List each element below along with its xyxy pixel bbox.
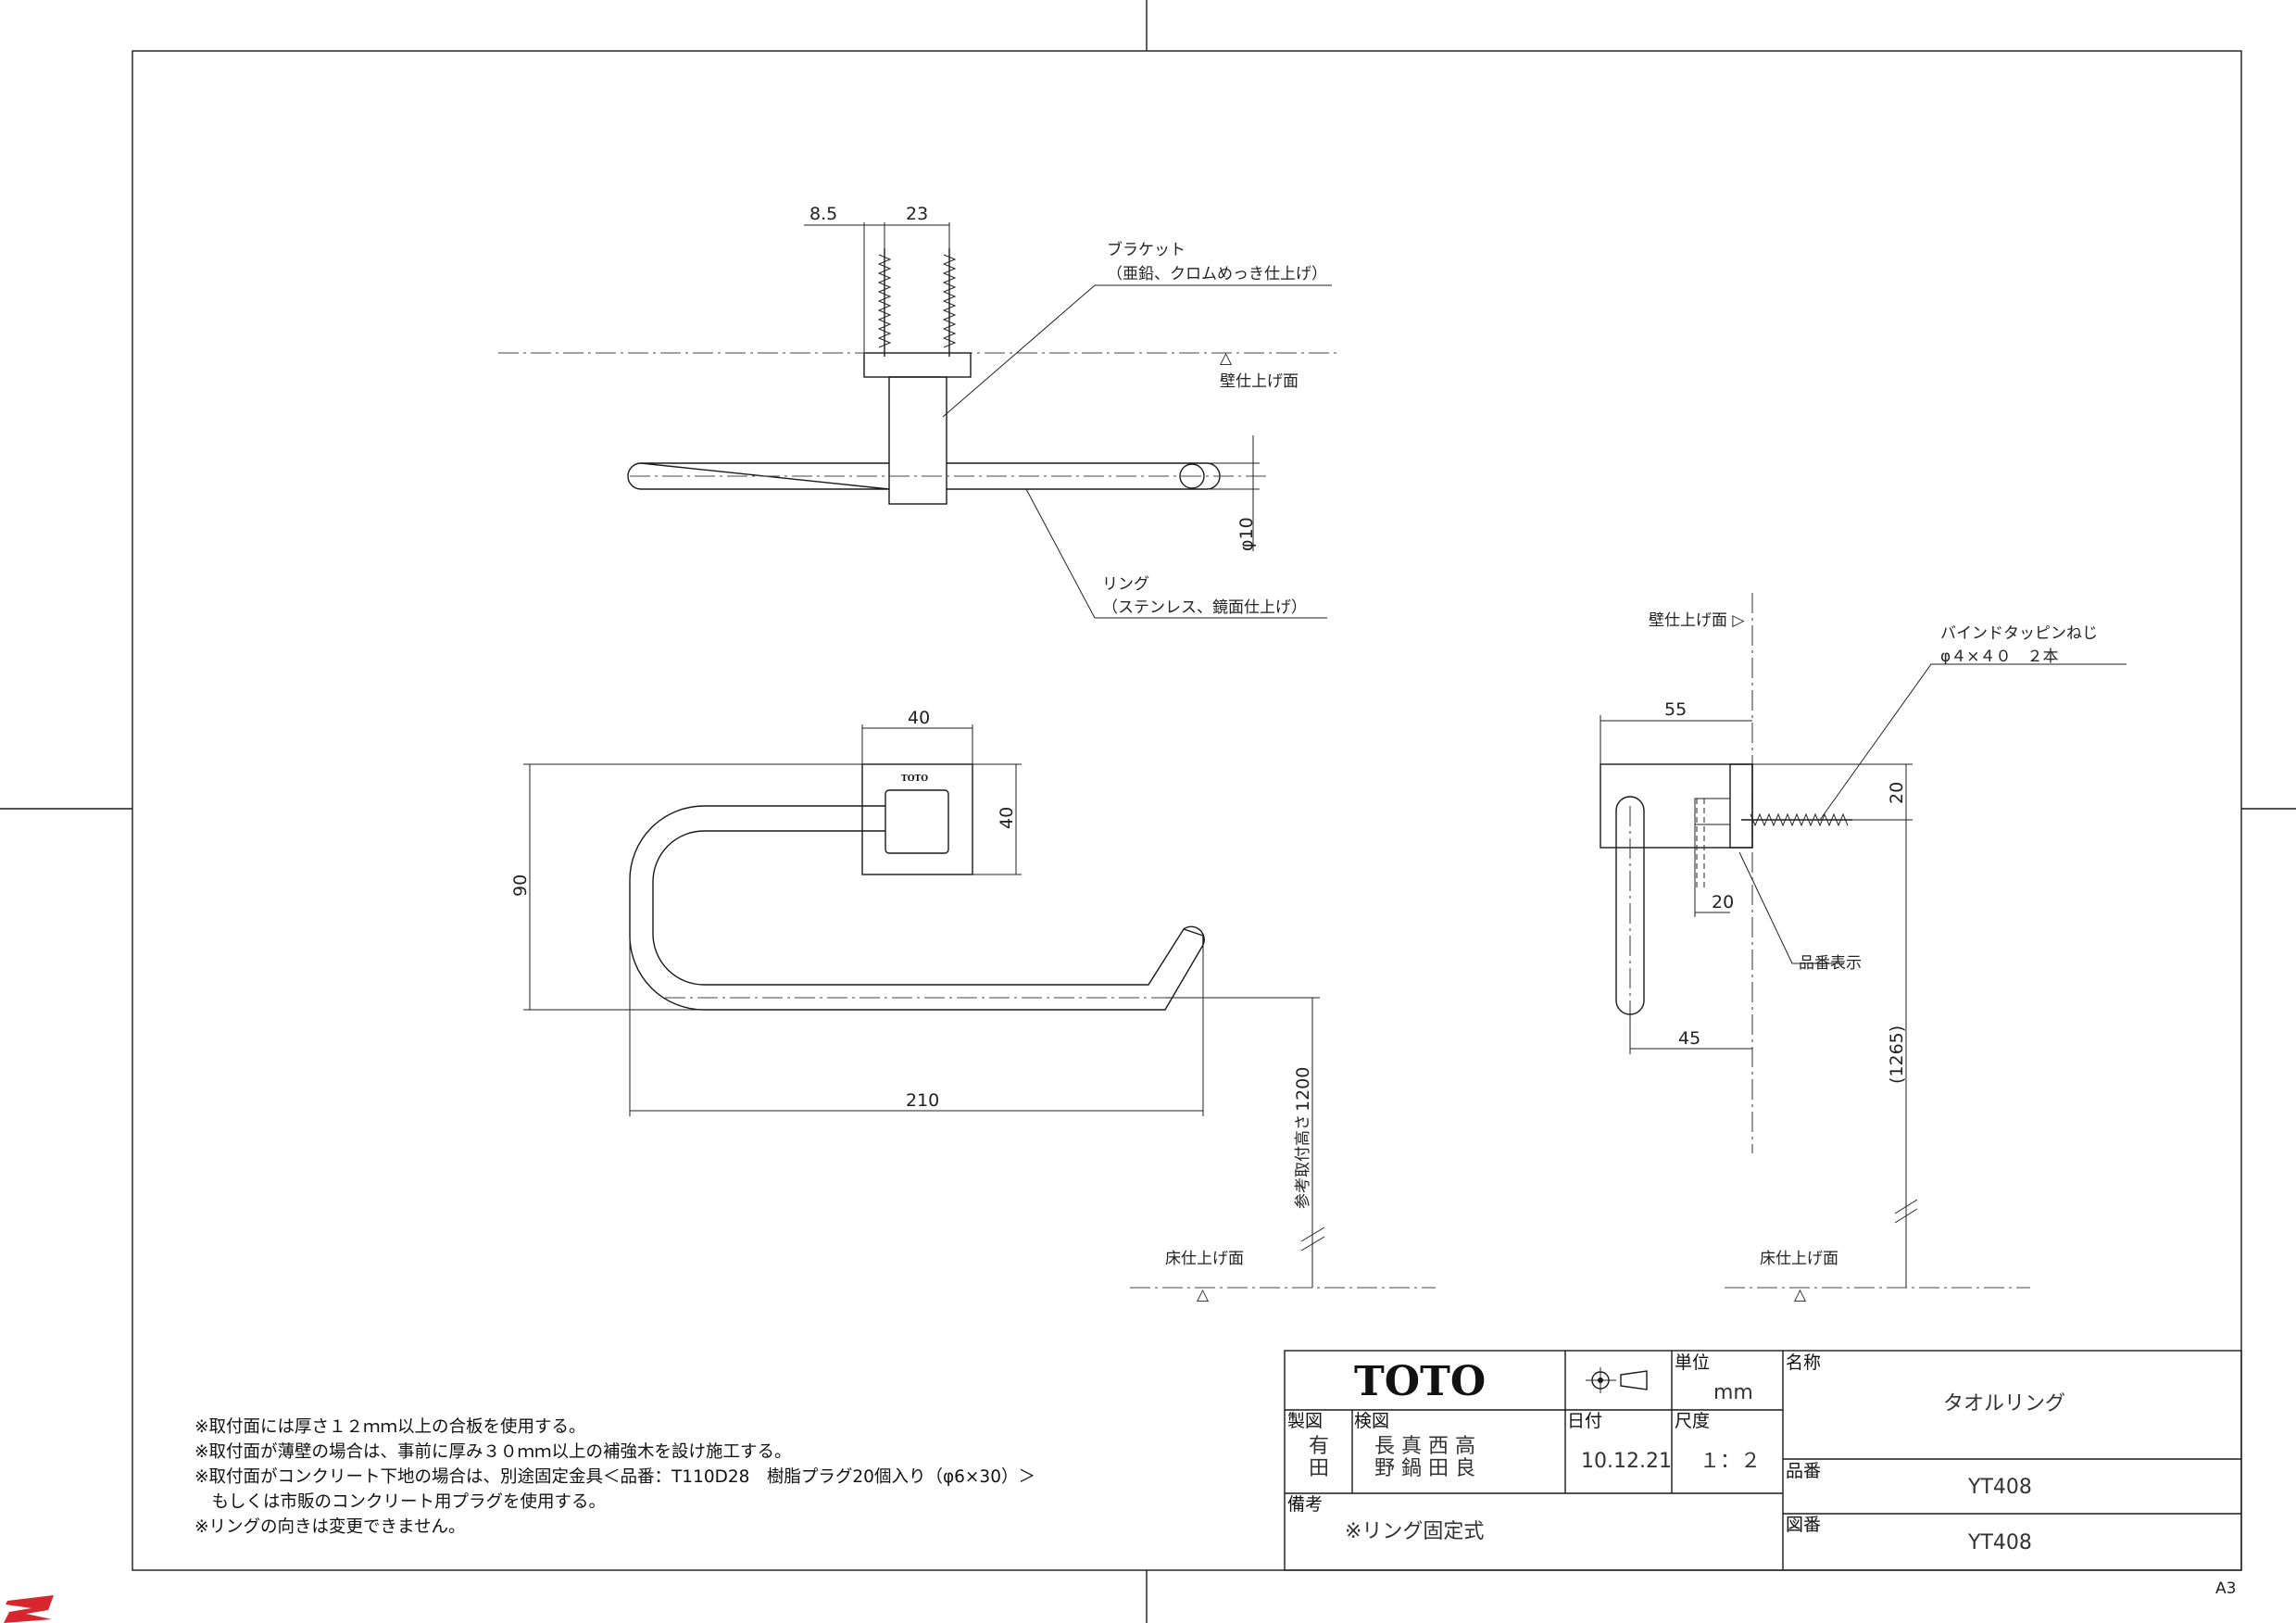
label-screw-spec: φ４×４０ ２本 [1940,648,2058,666]
label-ring-name: リング [1102,575,1149,594]
note-1: ※取付面には厚さ１２ｍｍ以上の合板を使用する。 [194,1417,586,1437]
title-block: TOTO 単位 mm 名称 タオルリング 製図 有 田 検図 長 真 西 高 野… [1284,1350,2242,1571]
part-no-value: YT408 [1967,1476,2032,1499]
front-view: TOTO 40 40 90 210 1200 参考取付高さ 床仕上げ面 △ [510,708,1436,1304]
sheet-size: A3 [2215,1579,2236,1598]
drawn-label: 製図 [1287,1411,1323,1431]
name-value: タオルリング [1943,1392,2065,1415]
corner-logo-icon [4,1595,54,1623]
label-floor-finish-2: 床仕上げ面 [1760,1250,1838,1268]
dim-ring-diameter: φ10 [1236,517,1257,551]
wall-finish-triangle: △ [1220,349,1233,368]
screw-left [877,248,892,357]
plate-logo: TOTO [901,774,928,784]
dim-plate-width: 40 [908,708,930,728]
top-view: 8.5 23 φ10 ブラケット （亜鉛、クロムめっき仕上げ） △ 壁仕上げ面 … [498,204,1341,619]
name-label: 名称 [1786,1352,1821,1373]
label-bracket-spec: （亜鉛、クロムめっき仕上げ） [1107,265,1327,283]
projection-symbol-icon [1586,1367,1648,1393]
side-view: 壁仕上げ面 ▷ 55 20 20 45 品番表示 バインドタッピンねじ [1600,593,2127,1304]
scale-value: １：２ [1700,1450,1761,1473]
dim-ring-width: 210 [906,1090,939,1111]
checked-row-2: 野 鍋 田 良 [1374,1457,1475,1480]
dim-side-mid: 20 [1712,892,1734,912]
label-ref-height: 参考取付高さ [1294,1114,1312,1209]
dim-plate-height: 40 [997,807,1017,829]
remarks-label: 備考 [1287,1494,1323,1515]
dim-side-height: (1265) [1887,1025,1907,1084]
dim-side-45: 45 [1678,1028,1700,1049]
label-ring-spec: （ステンレス、鏡面仕上げ） [1102,598,1307,617]
dim-ring-height: 90 [510,874,531,897]
label-bracket-name: ブラケット [1107,240,1186,259]
label-wall-finish-side: 壁仕上げ面 ▷ [1649,611,1745,630]
scale-label: 尺度 [1675,1411,1710,1431]
notes: ※取付面には厚さ１２ｍｍ以上の合板を使用する。 ※取付面が薄壁の場合は、事前に厚… [194,1417,1035,1537]
dim-screw-spacing: 23 [906,204,928,224]
floor-triangle-2: △ [1794,1286,1807,1304]
dim-bracket-offset: 8.5 [809,204,837,224]
label-floor-finish-1: 床仕上げ面 [1165,1250,1244,1268]
dim-side-top: 20 [1887,782,1907,804]
label-wall-finish: 壁仕上げ面 [1220,372,1299,391]
unit-value: mm [1713,1381,1753,1404]
checked-row-1: 長 真 西 高 [1374,1435,1475,1458]
date-value: 10.12.21 [1581,1450,1672,1473]
drawing-no-label: 図番 [1786,1515,1821,1535]
brand-logo: TOTO [1354,1358,1486,1405]
drawn-value-2: 田 [1309,1457,1329,1480]
screw-right [942,248,957,357]
part-no-label: 品番 [1786,1461,1821,1481]
note-3: ※取付面がコンクリート下地の場合は、別途固定金具＜品番：T110D28 樹脂プラ… [194,1467,1035,1487]
dim-mount-height: 1200 [1293,1067,1313,1112]
drawn-value-1: 有 [1309,1435,1329,1458]
drawing-no-value: YT408 [1967,1531,2032,1554]
label-screw-name: バインドタッピンねじ [1940,624,2098,643]
note-5: ※リングの向きは変更できません。 [194,1517,465,1537]
label-part-marking: 品番表示 [1799,954,1862,973]
date-label: 日付 [1567,1411,1602,1431]
unit-label: 単位 [1675,1352,1710,1373]
dim-side-depth: 55 [1664,699,1687,720]
checked-label: 検図 [1354,1411,1389,1431]
note-2: ※取付面が薄壁の場合は、事前に厚み３０ｍｍ以上の補強木を設け施工する。 [194,1442,792,1462]
note-4: もしくは市販のコンクリート用プラグを使用する。 [194,1492,606,1512]
remarks-value: ※リング固定式 [1345,1520,1484,1543]
floor-triangle-1: △ [1197,1286,1210,1304]
